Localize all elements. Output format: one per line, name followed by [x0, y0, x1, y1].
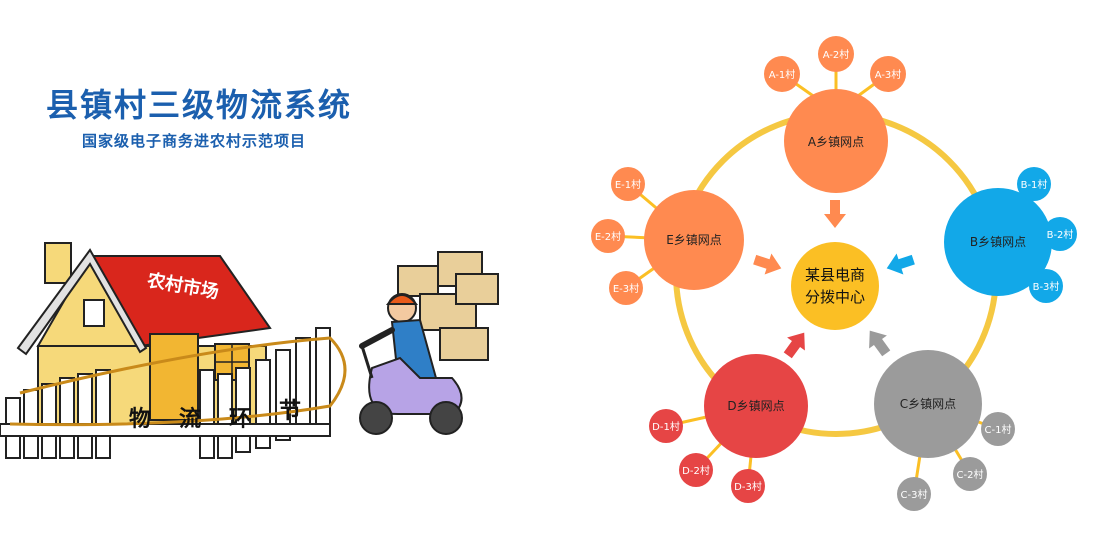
fence-char: 流: [179, 406, 201, 432]
page-subtitle: 国家级电子商务进农村示范项目: [82, 132, 307, 150]
node-b: B乡镇网点 B-1村 B-2村 B-3村: [944, 167, 1077, 303]
page-title: 县镇村三级物流系统: [46, 86, 353, 124]
node-d-label: D乡镇网点: [727, 399, 784, 413]
logistics-network-diagram: 某县电商 分拨中心 A乡镇网点 A-1村 A-2村 A-3村 B乡镇网点 B: [591, 36, 1077, 511]
node-b-label: B乡镇网点: [970, 235, 1026, 249]
fence-char: 节: [279, 399, 301, 424]
village-e3: E-3村: [613, 282, 639, 295]
village-e1: E-1村: [615, 178, 641, 191]
village-a1: A-1村: [769, 68, 796, 81]
village-a2: A-2村: [823, 48, 850, 61]
flow-arrow: [886, 253, 915, 275]
village-d2: D-2村: [682, 464, 710, 477]
village-e2: E-2村: [595, 230, 621, 243]
flow-arrow: [824, 200, 846, 228]
delivery-scooter-icon: [359, 251, 499, 435]
fence: [0, 327, 347, 459]
node-e-label: E乡镇网点: [666, 233, 722, 247]
node-a: A乡镇网点 A-1村 A-2村 A-3村: [764, 36, 906, 193]
village-b1: B-1村: [1021, 178, 1048, 191]
village-d3: D-3村: [734, 480, 762, 493]
node-c-label: C乡镇网点: [900, 397, 956, 411]
flow-arrow: [753, 253, 782, 275]
rural-logistics-illustration: 农村市场 物 流 环 节: [0, 242, 499, 459]
flow-arrow: [783, 332, 805, 359]
village-d1: D-1村: [652, 420, 680, 433]
fence-char: 环: [229, 407, 251, 432]
node-a-label: A乡镇网点: [808, 135, 864, 149]
fence-char: 物: [129, 406, 151, 432]
fence-label: 物 流 环 节: [129, 399, 301, 432]
center-hub-label-2: 分拨中心: [805, 288, 865, 306]
node-c: C乡镇网点 C-1村 C-2村 C-3村: [874, 350, 1015, 511]
village-b2: B-2村: [1047, 228, 1074, 241]
center-hub: [791, 242, 879, 330]
village-c2: C-2村: [957, 468, 984, 481]
village-a3: A-3村: [875, 68, 902, 81]
node-d: D乡镇网点 D-1村 D-2村 D-3村: [649, 354, 808, 503]
village-c3: C-3村: [901, 488, 928, 501]
village-b3: B-3村: [1033, 280, 1060, 293]
center-hub-label-1: 某县电商: [805, 266, 865, 284]
node-e: E乡镇网点 E-1村 E-2村 E-3村: [591, 167, 744, 305]
village-c1: C-1村: [985, 423, 1012, 436]
flow-arrow: [869, 330, 891, 357]
